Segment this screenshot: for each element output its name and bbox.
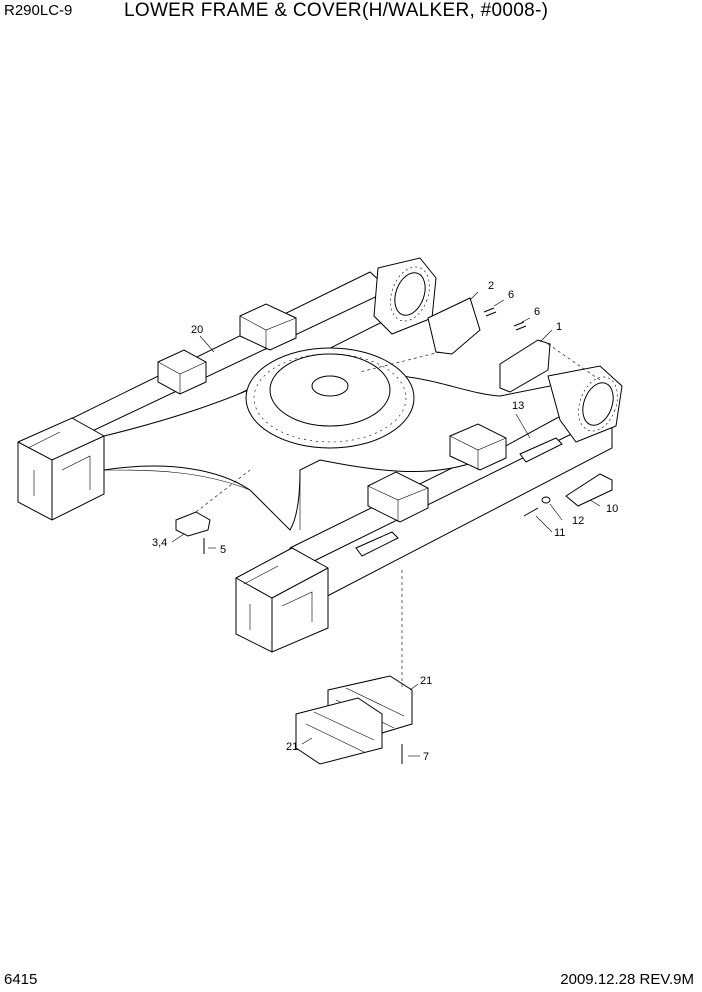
rear-lug-right [547, 365, 623, 443]
model-number: R290LC-9 [4, 2, 73, 19]
bolt-part-6b [513, 321, 527, 331]
callout-6b: 6 [534, 306, 540, 318]
page-title: LOWER FRAME & COVER(H/WALKER, #0008-) [124, 0, 549, 21]
callout-20: 20 [191, 324, 203, 336]
callout-10: 10 [606, 503, 618, 515]
washer-part-12 [541, 496, 551, 504]
revision-info: 2009.12.28 REV.9M [560, 971, 694, 988]
cover-part-1 [499, 339, 551, 393]
plate-part-21-lower [295, 697, 383, 765]
walker-bracket-left-1 [157, 349, 207, 395]
bolt-part-6a [483, 307, 497, 317]
leader-lines [171, 291, 601, 757]
walker-bracket-right-1 [367, 471, 429, 523]
walker-bracket-left-2 [239, 303, 297, 351]
callout-6a: 6 [508, 289, 514, 301]
center-frame [103, 347, 592, 531]
bolt-part-11 [523, 507, 539, 517]
callout-3-4: 3,4 [152, 537, 167, 549]
plate-part-3-4 [175, 511, 211, 537]
callout-1: 1 [556, 321, 562, 333]
callout-2: 2 [488, 280, 494, 292]
callout-7: 7 [423, 751, 429, 763]
callout-13: 13 [512, 400, 524, 412]
swing-bearing-ring [245, 347, 415, 449]
callout-5: 5 [220, 544, 226, 556]
walker-bracket-right-2 [449, 423, 507, 471]
handle-part-10 [565, 473, 613, 507]
callout-11: 11 [554, 527, 565, 539]
rear-lug-left [373, 257, 437, 335]
callout-12: 12 [572, 515, 584, 527]
cover-part-2 [427, 297, 481, 355]
callout-21b: 21 [286, 741, 298, 753]
page-number: 6415 [4, 971, 38, 988]
callout-21a: 21 [420, 675, 432, 687]
handle-part-lower [355, 531, 399, 557]
handle-part-13 [519, 437, 563, 463]
